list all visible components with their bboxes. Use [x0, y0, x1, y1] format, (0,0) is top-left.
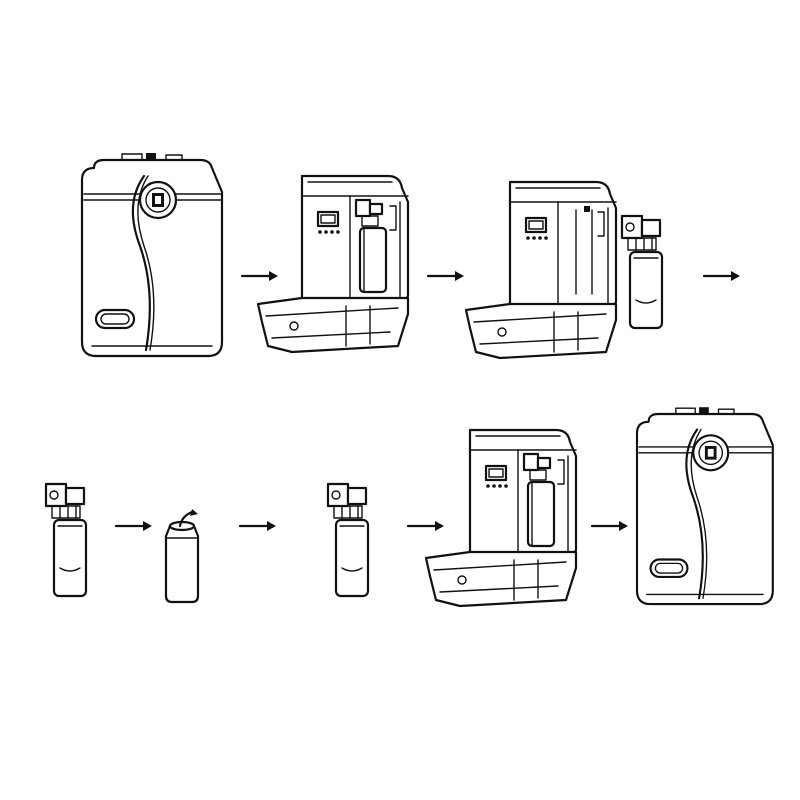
step-5-bottle-open-refill — [164, 507, 200, 604]
arrow-right-icon — [240, 269, 280, 283]
arrow-right-icon — [702, 269, 742, 283]
arrow-right-icon — [426, 269, 466, 283]
step-8-closed-diffuser — [635, 406, 774, 606]
step-2-diffuser-opened — [256, 174, 410, 354]
step-3-bottle-removed — [464, 180, 618, 360]
step-7-diffuser-opened — [424, 428, 578, 608]
step-6-bottle-with-atomizer — [326, 482, 370, 598]
step-4-bottle-with-atomizer — [44, 482, 88, 598]
arrow-right-icon — [590, 519, 630, 533]
arrow-right-icon — [114, 519, 154, 533]
arrow-right-icon — [238, 519, 278, 533]
step-3-removed-bottle — [620, 214, 664, 330]
arrow-right-icon — [406, 519, 446, 533]
step-1-closed-diffuser — [80, 151, 224, 358]
